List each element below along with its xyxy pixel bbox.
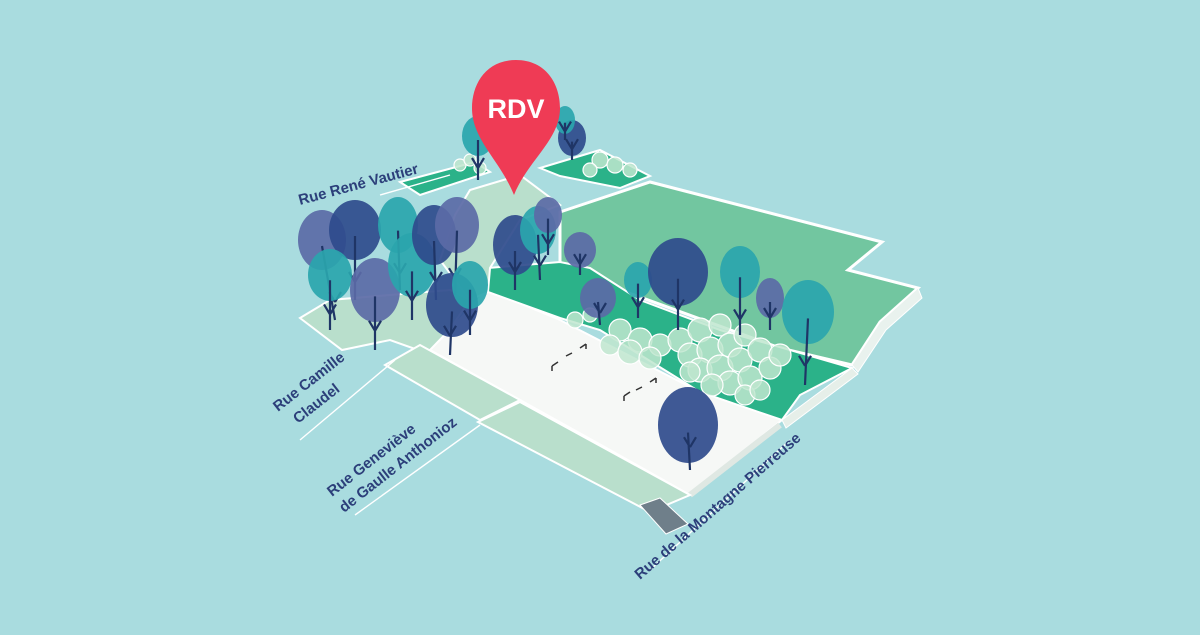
tree-icon [782,280,834,386]
tree-icon [648,238,708,330]
sidewalk-bottom [475,400,693,514]
garden-edge [781,367,859,429]
tree-icon [624,262,652,318]
shrub [679,361,701,383]
shrub [700,373,724,397]
shrub [768,343,792,367]
tree-icon [580,278,616,326]
shrub [582,162,598,178]
tree-icon [534,197,562,255]
shrub [622,162,638,178]
tree-icon [756,278,784,330]
map-pin-icon[interactable]: RDV [472,60,560,195]
tree-icon [350,258,400,350]
shrub [708,313,732,337]
shrub [591,151,609,169]
street-line-rene-vautier [379,174,451,196]
street-line-montagne [649,439,791,571]
lawn-edge [851,287,923,373]
shrub [749,379,771,401]
plaza-fence [688,422,782,498]
tree-icon [555,106,575,140]
shrub [599,334,621,356]
top-left-garden [397,160,493,197]
pin-label: RDV [487,94,544,124]
street-line-camille [299,359,396,441]
bench-icon [551,343,657,401]
sidewalk-genevieve [382,343,523,422]
shrub [463,153,477,167]
street-lines [299,174,791,571]
tree-icon [564,232,596,275]
tree-group [298,106,834,471]
tree-icon [720,246,760,335]
tree-icon [308,249,352,330]
shrub [638,346,662,370]
tree-icon [658,387,718,471]
shrub [606,156,624,174]
street-line-genevieve [354,424,481,516]
stairs [639,497,689,535]
tree-icon [452,261,488,335]
shrub [617,339,643,365]
shrub [566,311,584,329]
